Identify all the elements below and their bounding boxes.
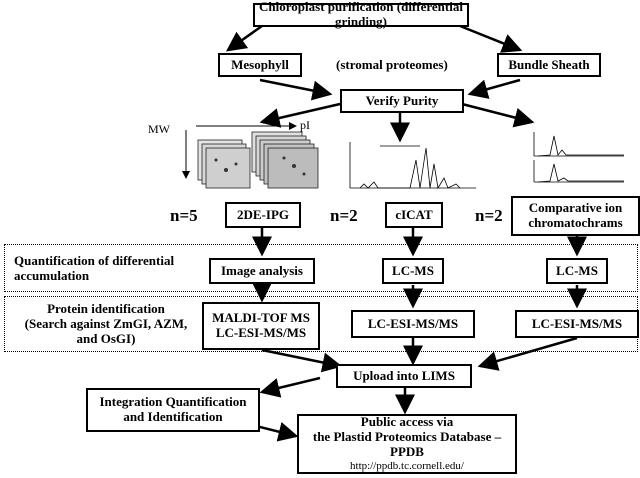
lcesi-box-2: LC-ESI-MS/MS (515, 310, 639, 338)
verify-purity-label: Verify Purity (365, 92, 439, 108)
image-analysis-label: Image analysis (221, 262, 303, 278)
mesophyll-label: Mesophyll (231, 56, 289, 72)
quantification-title-line1: Quantification of differential (14, 253, 175, 268)
n-comparative-label: n=2 (475, 206, 503, 225)
gel-images (197, 131, 319, 189)
verify-purity-box: Verify Purity (340, 89, 464, 113)
ppdb-url: http://ppdb.tc.cornell.edu/ (350, 460, 464, 473)
lcesi-label-2: LC-ESI-MS/MS (531, 315, 623, 331)
2de-ipg-box: 2DE-IPG (225, 202, 301, 228)
cicat-label: cICAT (395, 206, 433, 222)
public-access-line1: Public access via (360, 414, 454, 430)
comparative-ion-line1: Comparative ion (528, 200, 623, 216)
2de-ipg-label: 2DE-IPG (237, 206, 289, 222)
cicat-spectrum (349, 142, 476, 190)
quantification-title: Quantification of differential accumulat… (14, 253, 175, 284)
mw-label: MW (148, 122, 170, 136)
maldi-box: MALDI-TOF MS LC-ESI-MS/MS (202, 302, 320, 350)
bundle-sheath-label: Bundle Sheath (508, 56, 590, 72)
upload-lims-label: Upload into LIMS (353, 367, 455, 383)
quantification-title-line2: accumulation (14, 267, 90, 283)
chloroplast-purification-label: Chloroplast purification (differential g… (259, 0, 463, 29)
lcesi-label-1: LC-ESI-MS/MS (367, 315, 459, 331)
lcesi-box-1: LC-ESI-MS/MS (351, 310, 475, 338)
identification-title-line3: and OsGI) (76, 330, 136, 346)
pi-label: pI (300, 118, 310, 132)
ion-chromatograms (533, 132, 624, 183)
comparative-ion-box: Comparative ion chromatochrams (511, 196, 640, 236)
identification-title-line1: Protein identification (47, 301, 165, 316)
bundle-sheath-box: Bundle Sheath (497, 53, 601, 77)
lcms-label-1: LC-MS (392, 262, 434, 278)
integration-box: Integration Quantification and Identific… (86, 388, 260, 432)
maldi-line2: LC-ESI-MS/MS (215, 325, 307, 340)
identification-title-line2: (Search against ZmGI, AZM, (24, 315, 188, 331)
n-cicat-label: n=2 (330, 206, 358, 225)
chloroplast-purification-box: Chloroplast purification (differential g… (253, 0, 469, 29)
lcms-box-1: LC-MS (382, 258, 444, 284)
cicat-box: cICAT (385, 202, 443, 228)
lcms-label-2: LC-MS (556, 262, 598, 278)
mesophyll-box: Mesophyll (218, 53, 302, 77)
stromal-proteomes-label: (stromal proteomes) (336, 57, 448, 72)
quantification-region (4, 244, 638, 292)
public-access-box: Public access via the Plastid Proteomics… (297, 414, 517, 474)
comparative-ion-line2: chromatochrams (528, 215, 623, 230)
upload-lims-box: Upload into LIMS (336, 364, 472, 388)
public-access-line2: the Plastid Proteomics Database – PPDB (312, 429, 502, 460)
maldi-line1: MALDI-TOF MS (212, 310, 310, 326)
n-2de-label: n=5 (170, 206, 198, 225)
integration-line2: and Identification (123, 409, 223, 424)
integration-line1: Integration Quantification (99, 394, 247, 410)
lcms-box-2: LC-MS (546, 258, 608, 284)
image-analysis-box: Image analysis (209, 258, 315, 284)
identification-title: Protein identification (Search against Z… (10, 301, 202, 347)
